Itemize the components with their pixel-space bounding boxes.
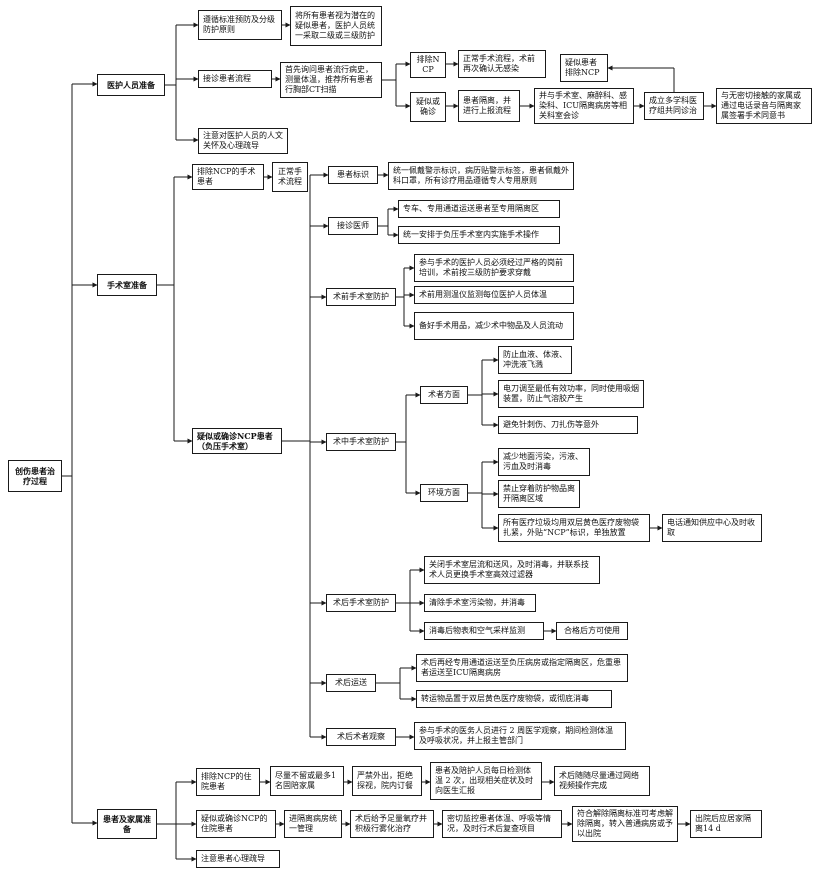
patient-suspect-node: 疑似或确诊NCP的住院患者 [196, 810, 276, 838]
or-postop-detail-2: 清除手术室污染物，并消毒 [424, 594, 536, 612]
patient-suspect-step-2: 术后给予足量氧疗并积极行雾化治疗 [350, 810, 434, 838]
staff-suspect-exclude-node: 疑似患者排除NCP [560, 54, 608, 82]
staff-family-consent-node: 与无密切接触的家属或通过电话录音与隔离家属签署手术同意书 [716, 88, 812, 124]
or-postop-detail-1: 关闭手术室层流和送风，及时消毒，并联系技术人员更换手术室高效过滤器 [424, 556, 600, 584]
patient-prep-node: 患者及家属准备 [97, 809, 157, 839]
staff-prep-node: 医护人员准备 [97, 74, 165, 96]
or-postop-node: 术后手术室防护 [326, 594, 396, 612]
staff-suspect-node: 疑似或确诊 [410, 92, 446, 122]
staff-consult-node: 并与手术室、麻醉科、感染科、ICU隔离病房等相关科室会诊 [534, 88, 634, 124]
or-operator-detail-2: 电刀调至最低有效功率，同时使用吸烟装置，防止气溶胶产生 [498, 380, 644, 408]
or-excluded-node: 排除NCP的手术患者 [192, 164, 264, 190]
or-marking-node: 患者标识 [328, 166, 378, 184]
patient-suspect-step-5: 出院后应居家隔离14 d [690, 810, 762, 838]
staff-reception-detail: 首先询问患者流行病史，测量体温，推荐所有患者行胸部CT扫描 [280, 62, 382, 98]
or-operator-detail-1: 防止血液、体液、冲洗液飞溅 [498, 346, 572, 374]
staff-standard-detail: 将所有患者视为潜在的疑似患者，医护人员统一采取二级或三级防护 [290, 6, 382, 46]
staff-mdt-node: 成立多学科医疗组共同诊治 [644, 92, 704, 120]
or-transfer-detail-1: 术后再经专用通道运送至负压病房或指定隔离区，危重患者运送至ICU隔离病房 [416, 654, 628, 682]
or-prep-node: 手术室准备 [97, 274, 157, 296]
or-env-detail-1: 减少地面污染，污液、污血及时消毒 [498, 448, 590, 476]
or-operator-node: 术者方面 [420, 386, 468, 404]
or-preop-detail-1: 参与手术的医护人员必须经过严格的岗前培训，术前按三级防护要求穿戴 [414, 254, 574, 282]
patient-excluded-step-1: 尽量不留或最多1 名固陪家属 [270, 766, 344, 796]
or-marking-detail: 统一佩戴警示标识，病历贴警示标签，患者佩戴外科口罩，所有诊疗用品遵循专人专用原则 [388, 162, 574, 190]
staff-exclude-node: 排除NCP [410, 52, 446, 78]
or-preop-detail-2: 术前用测温仪监测每位医护人员体温 [414, 286, 574, 304]
patient-excluded-node: 排除NCP的住院患者 [196, 768, 260, 796]
patient-suspect-step-1: 进隔离病房统一管理 [284, 810, 342, 838]
or-observe-node: 术后术者观察 [326, 728, 396, 746]
or-operator-detail-3: 避免针刺伤、刀扎伤等意外 [498, 416, 638, 434]
patient-suspect-step-3: 密切监控患者体温、呼吸等情况，及时行术后复查项目 [442, 810, 562, 838]
staff-standard-node: 遵循标准预防及分级防护原则 [198, 10, 282, 40]
or-excluded-detail: 正常手术流程 [272, 162, 308, 192]
or-env-detail-3: 所有医疗垃圾均用双层黄色医疗废物袋扎紧，外贴“NCP”标识，单独放置 [498, 514, 650, 542]
or-receive-detail-2: 统一安排于负压手术室内实施手术操作 [398, 226, 560, 244]
or-preop-detail-3: 备好手术用品，减少术中物品及人员流动 [414, 312, 574, 340]
patient-care-node: 注意患者心理疏导 [196, 850, 280, 868]
patient-excluded-step-3: 患者及陪护人员每日检测体温 2 次，出现相关症状及时向医生汇报 [430, 762, 542, 800]
or-transfer-node: 术后运送 [326, 674, 376, 692]
or-env-detail-3b: 电话通知供应中心及时收取 [662, 514, 762, 542]
staff-suspect-detail: 患者隔离，并进行上报流程 [458, 90, 520, 122]
patient-excluded-step-2: 严禁外出，拒绝探视，院内订餐 [352, 766, 422, 796]
or-env-node: 环境方面 [420, 484, 468, 502]
staff-exclude-detail: 正常手术流程，术前再次确认无感染 [458, 50, 546, 78]
patient-excluded-step-4: 术后随随尽量通过网络视频操作完成 [554, 766, 650, 796]
or-observe-detail: 参与手术的医务人员进行 2 周医学观察，期间检测体温及呼吸状况，并上报主管部门 [414, 722, 626, 750]
or-intraop-node: 术中手术室防护 [326, 433, 396, 451]
or-preop-node: 术前手术室防护 [326, 288, 396, 306]
or-receive-node: 接诊医师 [328, 217, 378, 235]
or-receive-detail-1: 专车、专用通道运送患者至专用隔离区 [398, 200, 560, 218]
or-env-detail-2: 禁止穿着防护物品离开隔离区域 [498, 480, 580, 508]
or-postop-detail-3b: 合格后方可使用 [556, 622, 628, 640]
staff-care-node: 注意对医护人员的人文关怀及心理疏导 [198, 128, 288, 154]
patient-suspect-step-4: 符合解除隔离标准可考虑解除隔离，转入普通病房或予以出院 [572, 806, 678, 842]
or-transfer-detail-2: 转运物品置于双层黄色医疗废物袋，或彻底消毒 [416, 690, 612, 708]
root-node: 创伤患者治疗过程 [8, 460, 62, 492]
or-suspect-node: 疑似或确诊NCP患者（负压手术室） [192, 428, 282, 454]
staff-reception-node: 接诊患者流程 [198, 70, 272, 88]
or-postop-detail-3: 消毒后物表和空气采样监测 [424, 622, 544, 640]
